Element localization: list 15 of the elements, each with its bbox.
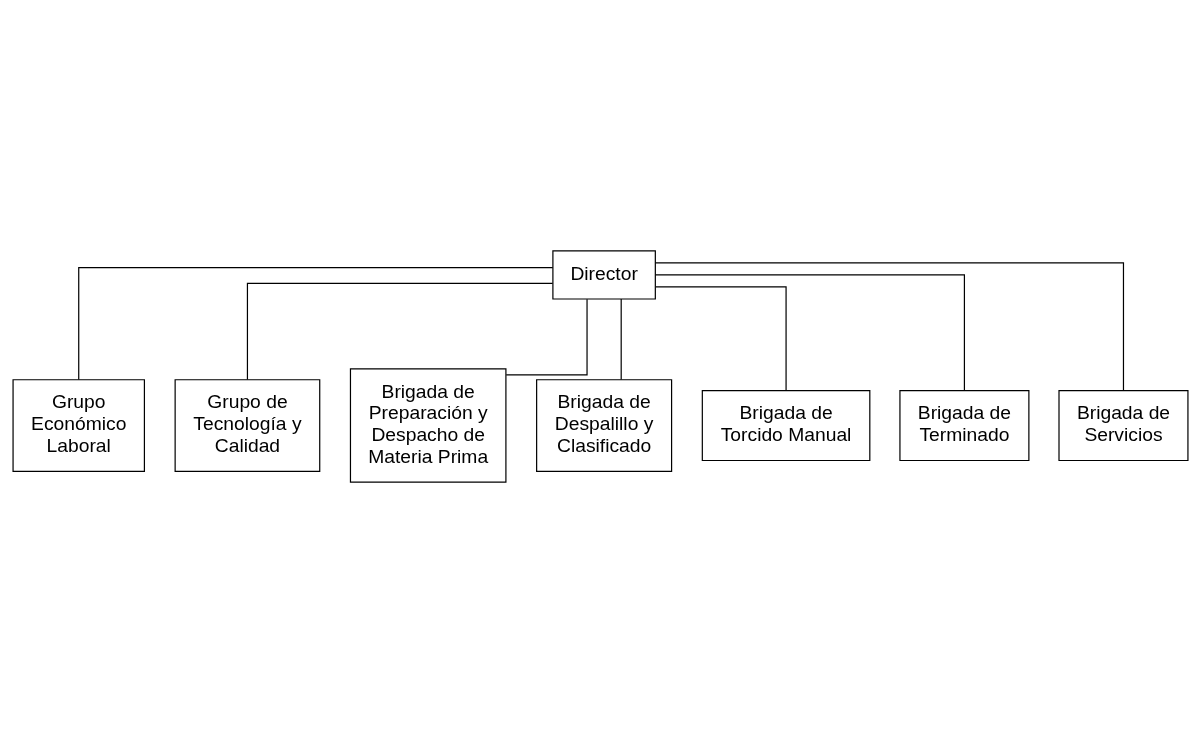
node-box: Brigada de Despalillo y Clasificado: [536, 379, 673, 472]
connector: [620, 298, 622, 381]
node-box: Grupo Económico Laboral: [12, 379, 145, 472]
connector: [654, 274, 965, 391]
node-box: Brigada de Terminado: [899, 390, 1030, 462]
node-box: Grupo de Tecnología y Calidad: [174, 379, 321, 472]
node-box: Director: [552, 250, 656, 300]
node-box: Brigada de Preparación y Despacho de Materia Prima: [349, 368, 507, 483]
node-box: Brigada de Torcido Manual: [701, 390, 871, 462]
node-box: Brigada de Servicios: [1058, 390, 1189, 462]
connector: [78, 267, 554, 381]
connector: [655, 286, 787, 392]
connector: [654, 262, 1125, 391]
connector: [246, 282, 554, 380]
connector: [505, 298, 588, 376]
